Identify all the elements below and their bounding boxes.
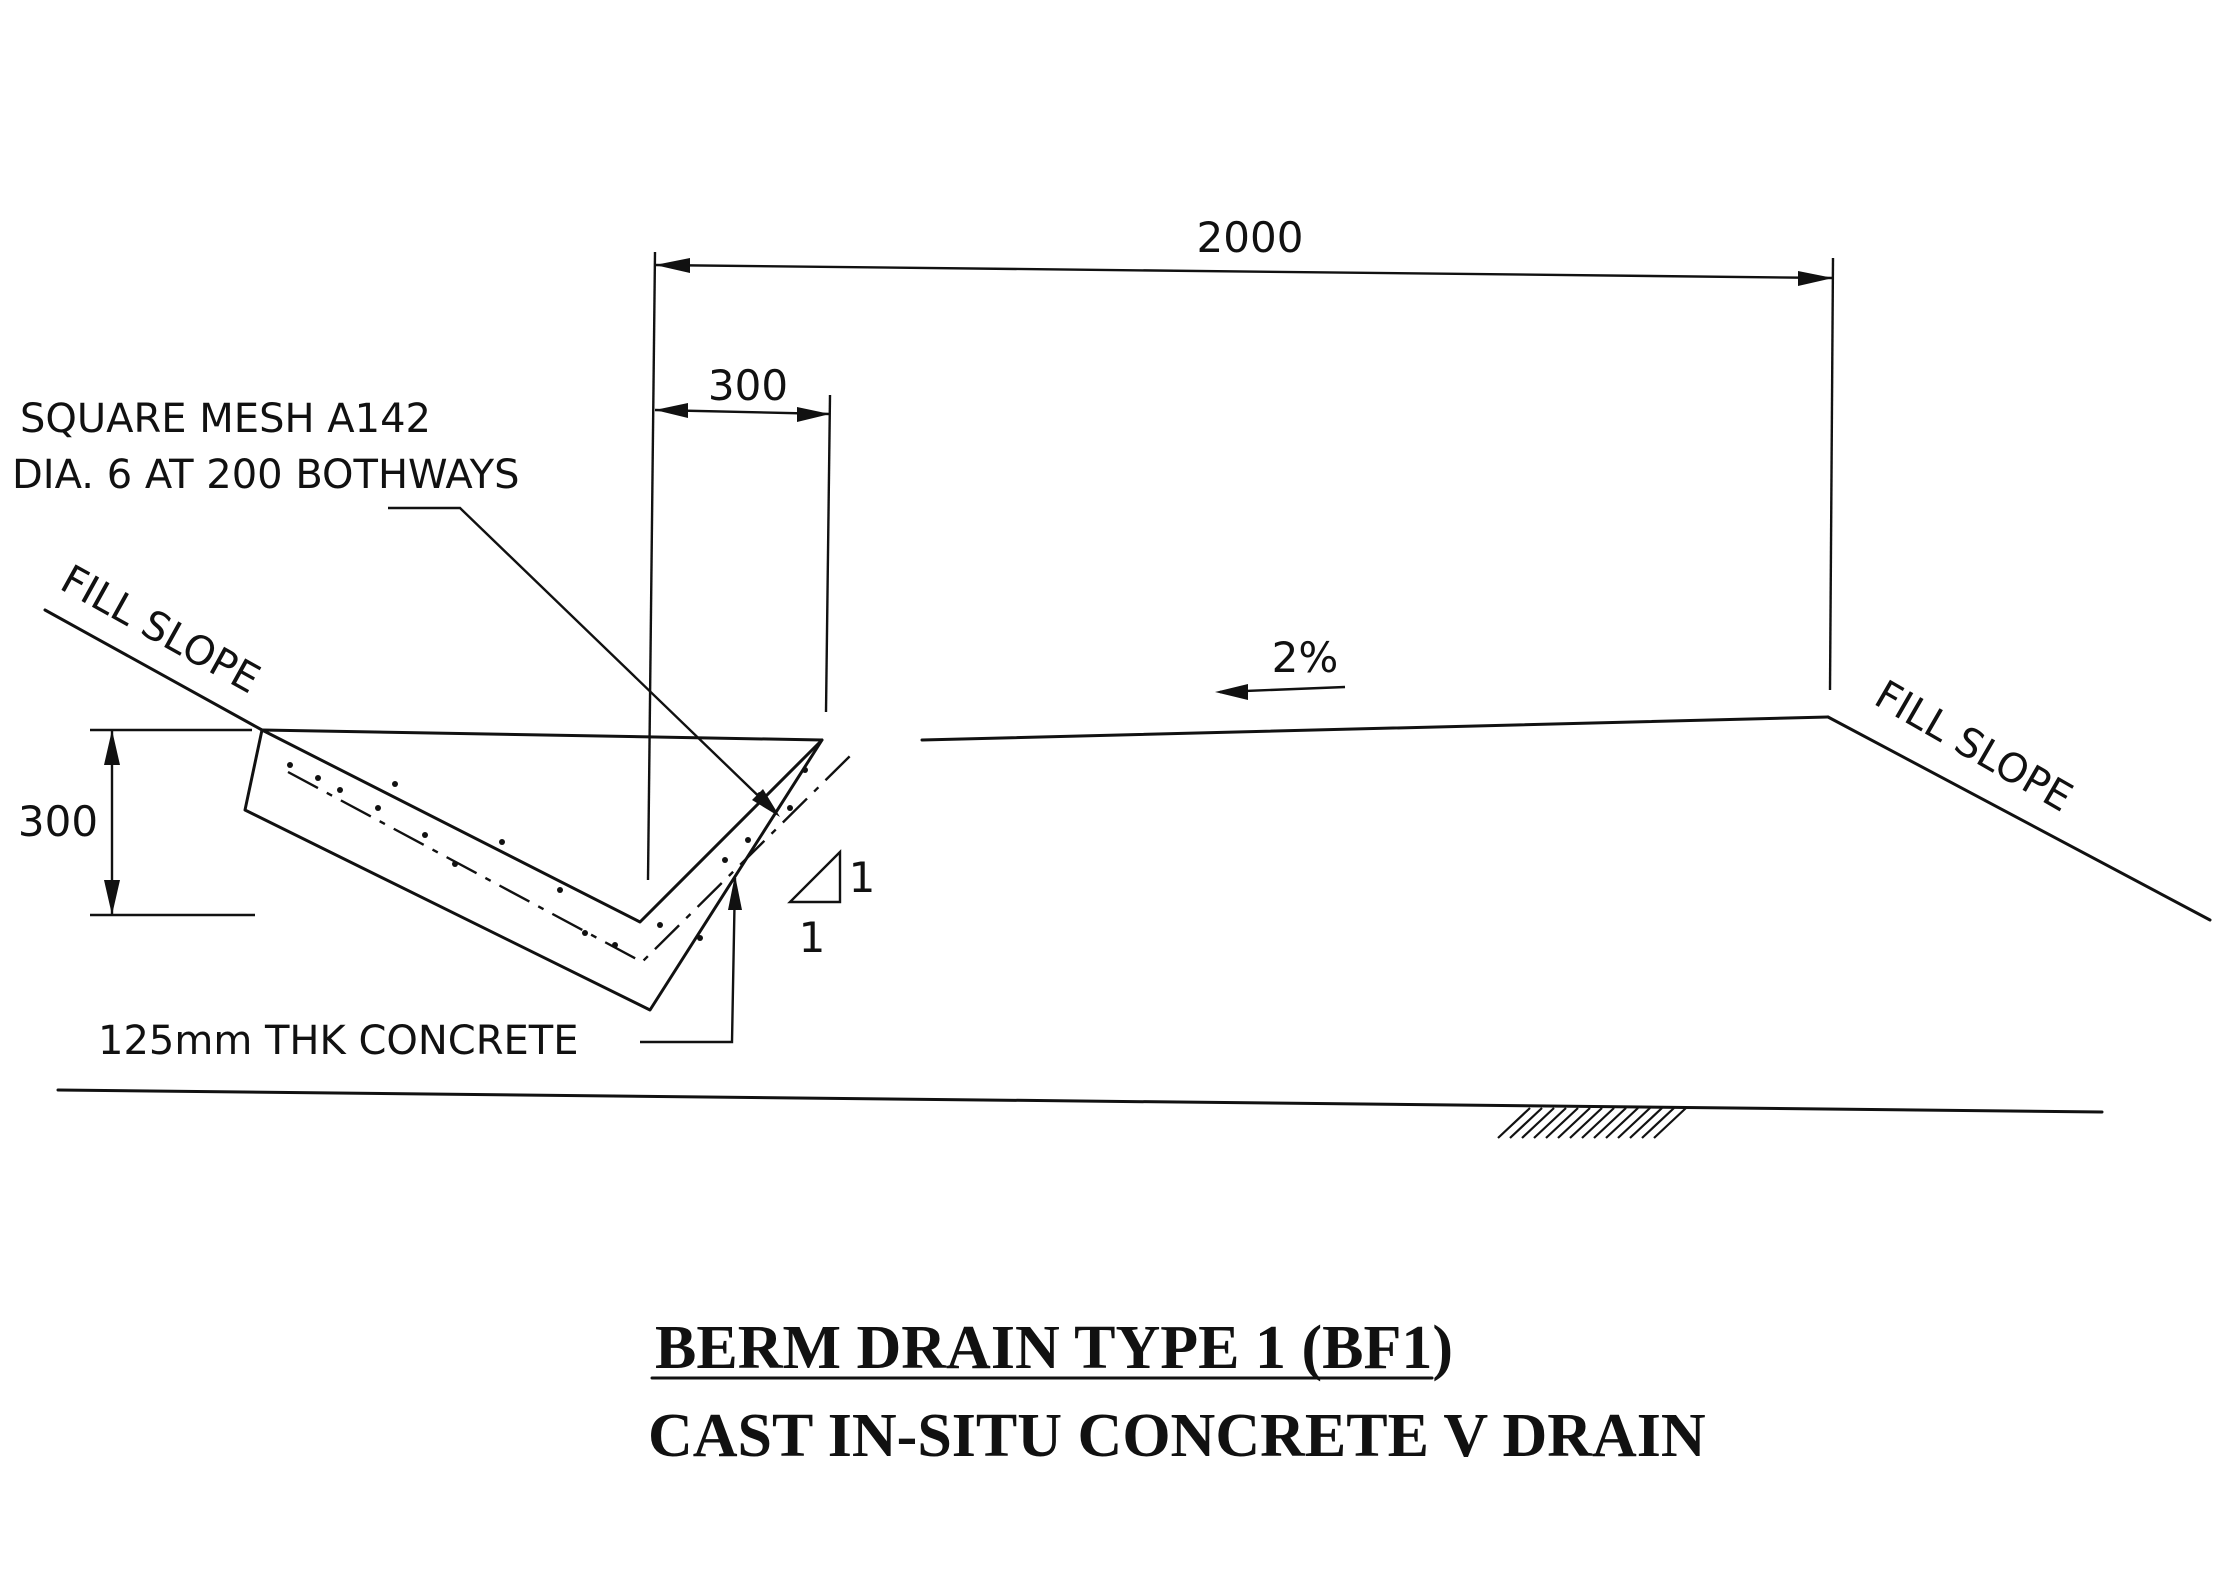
edge-width-label: 300 — [708, 361, 788, 410]
concrete-v-drain-outline — [243, 728, 824, 1012]
edge-dimension-extension — [824, 394, 832, 713]
berm-surface-line — [920, 715, 1830, 742]
top-dimension-arrow-left — [655, 258, 690, 273]
mesh-note-line2: DIA. 6 AT 200 BOTHWAYS — [12, 452, 520, 498]
slope-ratio-rise-label: 1 — [849, 853, 876, 902]
top-width-label: 2000 — [1197, 213, 1304, 262]
gradient-label: 2% — [1272, 633, 1339, 682]
slope-ratio-triangle — [787, 849, 842, 904]
gradient-arrowhead — [1215, 684, 1248, 700]
depth-dimension-arrow-bottom — [104, 880, 120, 915]
drawing-title: BERM DRAIN TYPE 1 (BF1) — [655, 1314, 1453, 1382]
fill-slope-left-label: FILL SLOPE — [53, 557, 267, 704]
reinforcement-mesh-line — [287, 755, 851, 964]
edge-dimension-arrow-right — [797, 407, 830, 422]
ground-line — [56, 1088, 2104, 1114]
ground-hatch — [1497, 1107, 1687, 1139]
concrete-leader-line — [640, 877, 737, 1044]
concrete-thickness-note: 125mm THK CONCRETE — [98, 1018, 579, 1064]
edge-dimension-arrow-left — [655, 403, 688, 418]
mesh-note-line1: SQUARE MESH A142 — [20, 396, 431, 442]
mesh-leader-arrowhead — [752, 789, 780, 817]
top-dimension-arrow-right — [1798, 271, 1833, 286]
top-dimension-extension-left — [646, 251, 657, 881]
concrete-leader-arrowhead — [728, 875, 742, 910]
slope-ratio-run-label: 1 — [799, 913, 826, 962]
right-fill-slope-line — [1826, 715, 2212, 922]
mesh-leader-line — [388, 506, 776, 813]
fill-slope-right-label: FILL SLOPE — [1867, 672, 2080, 821]
top-dimension-extension-right — [1828, 257, 1835, 691]
depth-label: 300 — [18, 797, 98, 846]
left-fill-slope-line — [43, 608, 264, 732]
drawing-subtitle: CAST IN-SITU CONCRETE V DRAIN — [648, 1402, 1706, 1470]
depth-dimension-arrow-top — [104, 730, 120, 765]
concrete-aggregate-dots — [287, 762, 808, 948]
top-dimension-line — [654, 263, 1834, 280]
